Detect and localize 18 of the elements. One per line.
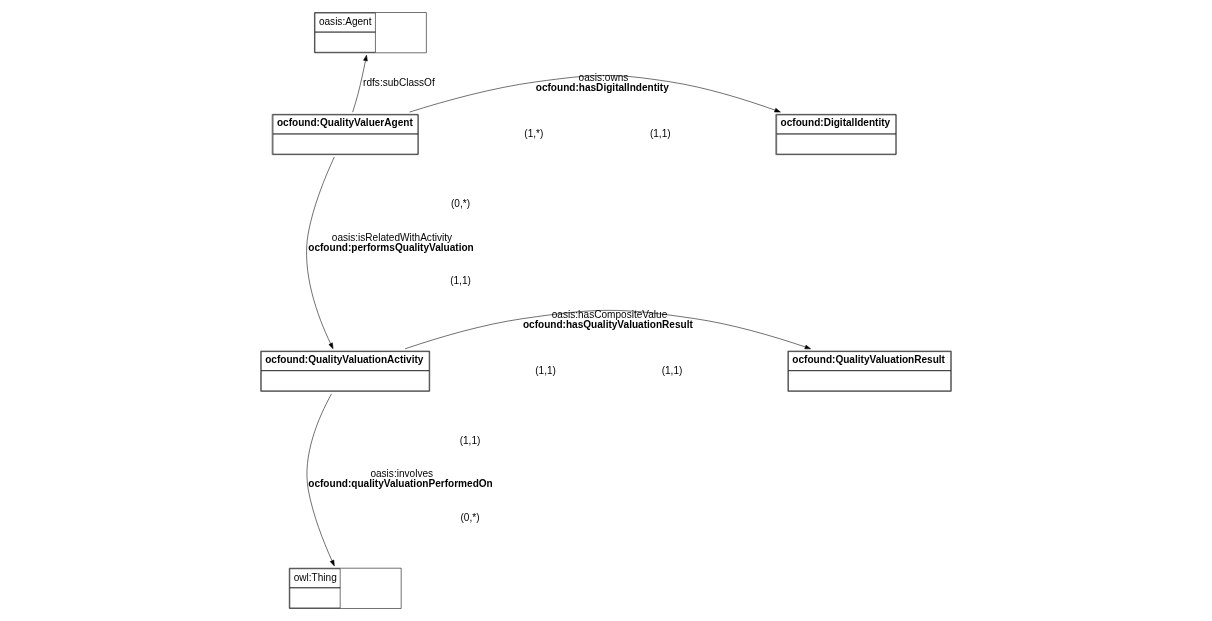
label: (1,1)	[649, 127, 671, 139]
arrow	[352, 54, 368, 113]
edge-label: oasis:isRelatedWithActivity ocfound:performsQualityValuation	[308, 231, 474, 253]
arrow	[306, 156, 335, 349]
label: (1,1)	[661, 364, 683, 376]
edge-label: oasis:owns ocfound:hasDigitalIndentity	[535, 72, 669, 94]
label: (1,*)	[524, 127, 544, 139]
label: (1,1)	[535, 364, 556, 376]
label: (1,1)	[450, 275, 471, 287]
label: (0,*)	[460, 511, 480, 523]
label: (0,*)	[450, 197, 471, 209]
arrow	[306, 393, 335, 567]
arrow	[409, 75, 781, 113]
edge-label: oasis:hasCompositeValue ocfound:hasQualityValuationResult	[522, 308, 693, 330]
arrow	[404, 310, 811, 350]
edge-label: rdfs:subClassOf	[363, 77, 435, 89]
edge-label: oasis:involves ocfound:qualityValuationPerformedOn	[308, 468, 493, 490]
label: (1,1)	[459, 434, 481, 446]
